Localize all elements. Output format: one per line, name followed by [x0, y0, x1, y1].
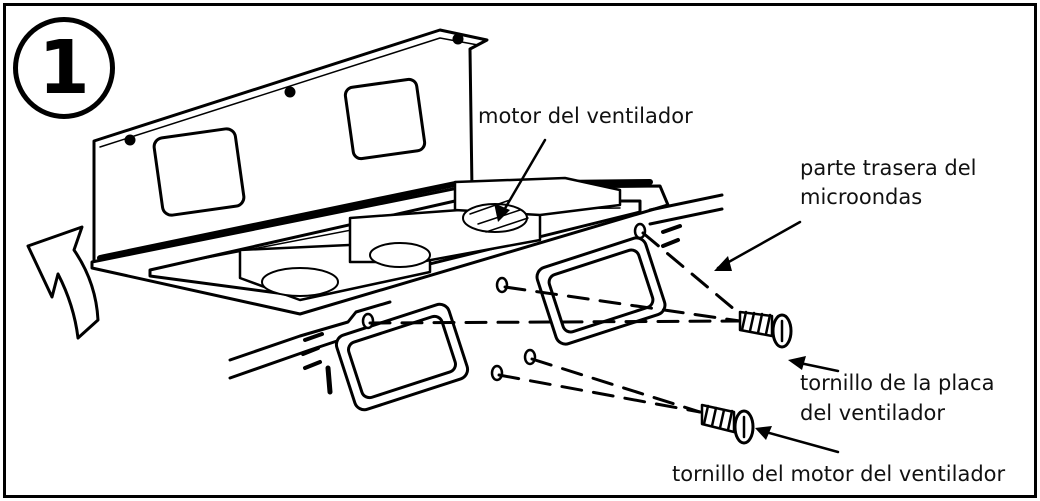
motor-screw-label: tornillo del motor del ventilador: [672, 462, 1006, 486]
plate-screw-label-line1: tornillo de la placa: [800, 371, 995, 395]
rotation-arrow-icon: [26, 225, 100, 340]
step-number: 1: [38, 25, 90, 111]
microwave-back-label-line1: parte trasera del: [800, 156, 977, 180]
gasket-cutout-right: [535, 236, 667, 346]
step-number-badge: 1: [13, 17, 115, 119]
gasket-cutout-left: [334, 302, 470, 412]
motor-screw-leader: [760, 429, 840, 454]
screw-holes: [361, 222, 647, 382]
microwave-back-label-line2: microondas: [800, 185, 923, 209]
plate-screw-label-line2: del ventilador: [800, 401, 946, 425]
motor-screw-icon: [700, 403, 755, 445]
alignment-lines: [368, 231, 742, 414]
microwave-back-edge: [228, 193, 724, 395]
callout-arrowheads: [494, 203, 806, 440]
plate-screw-icon: [738, 310, 793, 349]
fan-motor-label: motor del ventilador: [478, 104, 693, 128]
fan-motor: [261, 199, 529, 297]
